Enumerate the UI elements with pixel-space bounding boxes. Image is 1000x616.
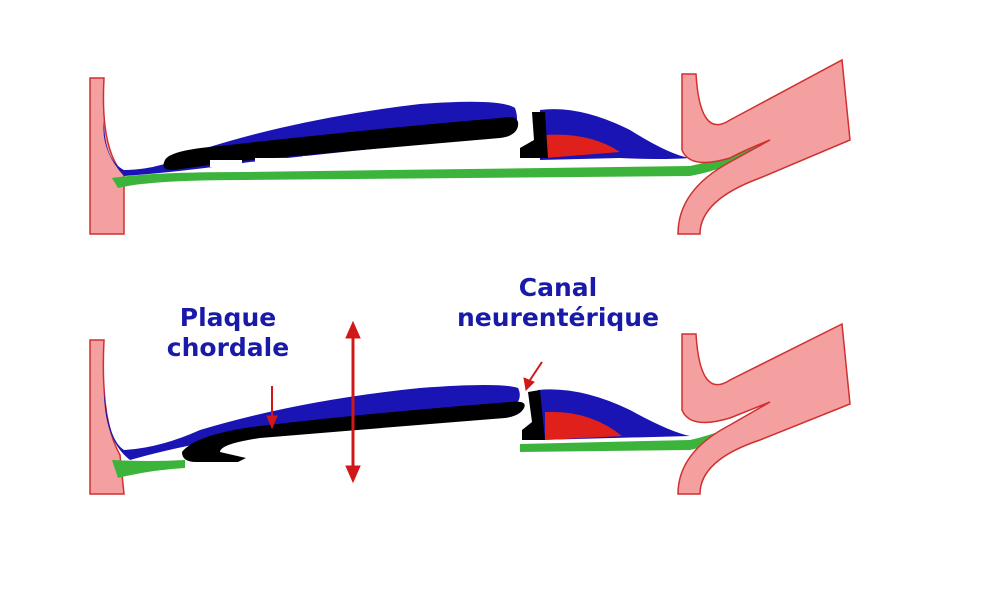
- bottom-right-wall: [677, 322, 851, 495]
- label-canal-line1: Canal: [518, 273, 598, 302]
- double-headed-arrow-icon: [345, 320, 361, 484]
- top-left-wall: [89, 77, 125, 235]
- top-right-chord: [520, 112, 548, 158]
- plaque-pointer-arrow-icon: [266, 386, 278, 430]
- top-right-wall: [677, 58, 851, 235]
- bottom-section: [89, 322, 851, 495]
- top-section: [89, 58, 851, 235]
- top-notochord: [163, 117, 519, 170]
- label-canal-line2: neurentérique: [456, 303, 660, 332]
- bottom-mesoderm: [545, 411, 622, 440]
- label-plaque-line1: Plaque: [179, 303, 277, 332]
- top-endoderm: [112, 128, 784, 188]
- label-canal-neurenterique: Canal neurentérique: [438, 273, 678, 333]
- bottom-endoderm: [112, 460, 185, 478]
- label-plaque-chordale: Plaque chordale: [158, 303, 298, 363]
- canal-pointer-arrow-icon: [523, 361, 543, 392]
- bottom-notochord-plate: [182, 401, 525, 462]
- top-mesoderm: [545, 134, 620, 158]
- bottom-right-chord: [522, 390, 545, 440]
- top-notochord-dashes: [210, 148, 466, 167]
- label-plaque-line2: chordale: [166, 333, 290, 362]
